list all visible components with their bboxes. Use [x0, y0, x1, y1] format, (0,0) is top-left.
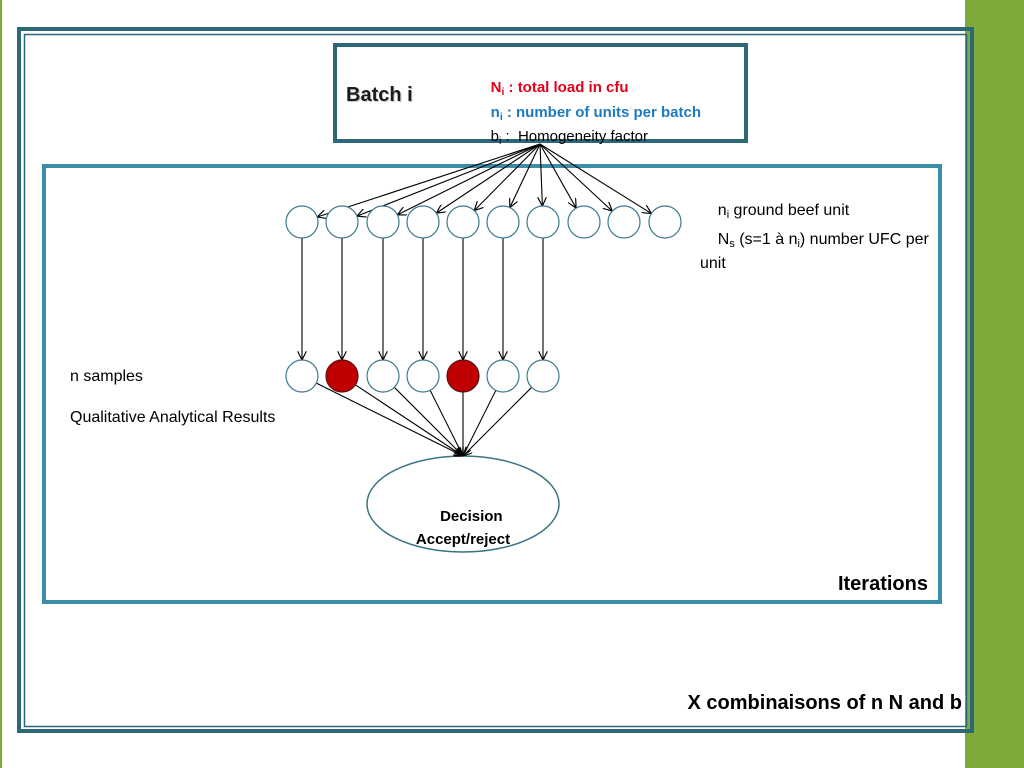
count-text-c: unit [700, 255, 726, 272]
sample-circle [366, 359, 400, 393]
legend-symbol: n [490, 104, 500, 121]
left-accent-line [0, 0, 2, 768]
unit-arrow [539, 143, 576, 208]
result-arrow [429, 390, 463, 456]
count-subscript-b: i [797, 238, 800, 251]
unit-arrow [397, 143, 541, 215]
legend-text: : total load in cfu [504, 79, 629, 96]
beef-unit-circle [607, 205, 641, 239]
unit-arrow [474, 143, 541, 211]
count-symbol: N [717, 231, 730, 248]
samples-label: n samples [70, 368, 143, 385]
units-symbol: n [717, 202, 727, 219]
decision-line-1: Decision [440, 508, 503, 525]
legend-subscript: i [501, 86, 505, 98]
count-text-b: ) number UFC per [799, 231, 929, 248]
combinations-frame-inner-line [23, 33, 968, 728]
beef-unit-circle [648, 205, 682, 239]
batch-box [333, 43, 748, 143]
legend-homogeneity: bi : Homogeneity factor [474, 107, 648, 167]
beef-units-row [285, 205, 682, 239]
beef-unit-circle [567, 205, 601, 239]
unit-arrow [317, 143, 541, 217]
legend-text: : Homogeneity factor [501, 128, 649, 145]
sample-circle [325, 359, 359, 393]
sample-circle [526, 359, 560, 393]
count-text-a: (s=1 à n [734, 231, 798, 248]
beef-unit-circle [406, 205, 440, 239]
unit-arrow [510, 143, 541, 208]
sample-circle [486, 359, 520, 393]
legend-subscript: i [499, 135, 502, 147]
batch-title: Batch i [346, 84, 413, 106]
legend-subscript: i [499, 111, 503, 123]
combinations-frame [17, 27, 974, 733]
result-arrow [355, 384, 463, 456]
iterations-label: Iterations [837, 573, 928, 595]
combinations-label: X combinaisons of n N and b [687, 692, 962, 714]
decision-line-2: Accept/reject [415, 531, 511, 548]
unit-arrow [540, 143, 542, 206]
unit-arrow [539, 143, 651, 214]
beef-unit-circle [325, 205, 359, 239]
unit-arrow [436, 143, 541, 213]
beef-unit-circle [285, 205, 319, 239]
unit-arrow [357, 143, 541, 216]
sample-circle [446, 359, 480, 393]
result-arrow [393, 386, 463, 456]
sample-circle [285, 359, 319, 393]
beef-unit-circle [486, 205, 520, 239]
units-subscript: i [726, 209, 730, 222]
legend-text: : number of units per batch [502, 104, 702, 121]
side-accent-bar [965, 0, 1024, 768]
arrow-layer [302, 143, 651, 456]
unit-arrow [539, 143, 612, 211]
beef-unit-circle [446, 205, 480, 239]
legend-symbol: b [490, 128, 500, 145]
legend-units-per-batch: ni : number of units per batch [474, 83, 701, 143]
units-text: ground beef unit [729, 202, 850, 219]
result-arrow [463, 386, 533, 456]
legend-symbol: N [490, 79, 502, 96]
units-label: ni ground beef unit [700, 181, 849, 241]
samples-row [285, 359, 560, 393]
count-subscript: s [729, 238, 735, 251]
beef-unit-circle [366, 205, 400, 239]
result-arrow [463, 390, 497, 456]
sample-circle [406, 359, 440, 393]
beef-unit-circle [526, 205, 560, 239]
results-label: Qualitative Analytical Results [70, 409, 276, 426]
result-arrow [316, 382, 463, 456]
legend-total-load: Ni : total load in cfu [474, 58, 629, 118]
